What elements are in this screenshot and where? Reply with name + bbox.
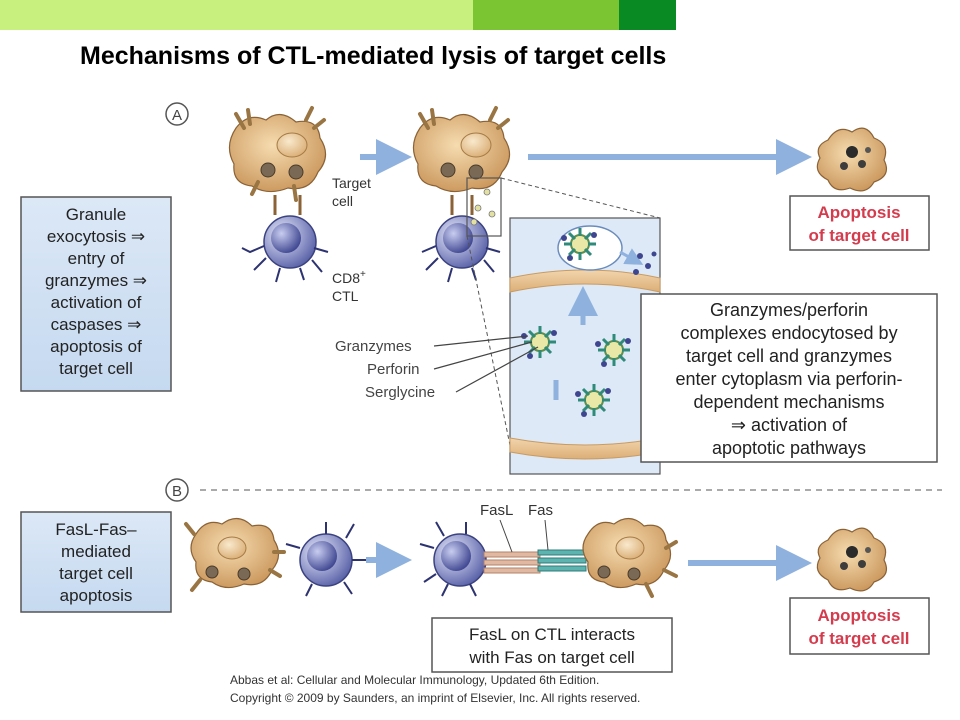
outcome-line: of target cell — [808, 226, 909, 245]
citation-line: Copyright © 2009 by Saunders, an imprint… — [230, 691, 640, 705]
granzymes-label: Granzymes — [335, 338, 412, 355]
description-line: enter cytoplasm via perforin- — [675, 369, 902, 389]
description-line: target cell and granzymes — [686, 346, 892, 366]
caption-line: FasL on CTL interacts — [469, 625, 635, 644]
target-cell-label: cell — [332, 193, 353, 209]
ctl-cell-b1 — [285, 522, 366, 597]
ctl-cell-b2 — [419, 521, 487, 597]
panel-a-summary-line: target cell — [59, 359, 133, 378]
outcome-line: Apoptosis — [817, 606, 900, 625]
panel-b-summary-line: FasL-Fas– — [55, 520, 137, 539]
fas-leader-lines — [499, 519, 549, 553]
panel-a-summary-line: exocytosis ⇒ — [47, 227, 145, 246]
caption-line: with Fas on target cell — [468, 648, 634, 667]
granzyme-perforin-complexes — [521, 228, 631, 417]
outcome-box-b: Apoptosis of target cell — [789, 597, 930, 655]
fasl-label: FasL — [480, 502, 513, 519]
header-bar-light — [0, 0, 473, 30]
perforin-label: Perforin — [367, 361, 420, 378]
ctl-label: CTL — [332, 288, 359, 304]
description-line: ⇒ activation of — [731, 415, 848, 435]
panel-b-summary-line: mediated — [61, 542, 131, 561]
header-bar-dark — [619, 0, 676, 30]
granule-dots — [470, 188, 496, 226]
ctl-cell-a1 — [241, 195, 329, 283]
panel-a-marker-label: A — [172, 107, 182, 124]
target-cell-b2 — [582, 517, 678, 598]
panel-b-summary-line: apoptosis — [60, 586, 133, 605]
zoom-lines — [466, 177, 661, 456]
ctl-cell-a2 — [421, 195, 501, 283]
target-cell-b1 — [184, 517, 286, 592]
caption-box-b: FasL on CTL interacts with Fas on target… — [431, 617, 673, 673]
panel-b-summary-box: FasL-Fas– mediated target cell apoptosis — [20, 511, 172, 613]
fasl-fas-bridge — [483, 549, 587, 574]
description-line: apoptotic pathways — [712, 438, 866, 458]
apoptotic-cell-b — [816, 527, 887, 592]
outcome-line: Apoptosis — [817, 203, 900, 222]
header-bar-mid — [473, 0, 619, 30]
panel-a-summary-line: Granule — [66, 205, 126, 224]
zoom-region — [466, 177, 502, 237]
panel-b-summary-line: target cell — [59, 564, 133, 583]
panel-b-marker-label: B — [172, 483, 182, 500]
panel-b-marker: B — [165, 478, 189, 502]
panel-a-summary-line: caspases ⇒ — [51, 315, 142, 334]
panel-a-summary-box: Granule exocytosis ⇒ entry of granzymes … — [20, 196, 172, 392]
target-cell-label: Target — [332, 175, 371, 191]
target-cell-a2 — [412, 106, 511, 193]
serglycine-label: Serglycine — [365, 384, 435, 401]
description-line: complexes endocytosed by — [680, 323, 897, 343]
apoptotic-cell-a — [816, 127, 887, 192]
description-line: Granzymes/perforin — [710, 300, 868, 320]
slide-title: Mechanisms of CTL-mediated lysis of targ… — [80, 42, 667, 70]
panel-a-summary-line: entry of — [68, 249, 125, 268]
panel-a-summary-line: apoptosis of — [50, 337, 142, 356]
citation-line: Abbas et al: Cellular and Molecular Immu… — [230, 673, 599, 687]
label-leader-lines — [433, 335, 539, 393]
outcome-line: of target cell — [808, 629, 909, 648]
outcome-box-a: Apoptosis of target cell — [789, 195, 930, 251]
panel-a-summary-line: granzymes ⇒ — [45, 271, 147, 290]
panel-a-summary-line: activation of — [51, 293, 142, 312]
description-line: dependent mechanisms — [693, 392, 884, 412]
fas-label: Fas — [528, 502, 553, 519]
target-cell-a1 — [228, 106, 327, 202]
panel-a-marker: A — [165, 102, 189, 126]
ctl-label: CD8+ — [332, 269, 366, 286]
description-box-a: Granzymes/perforin complexes endocytosed… — [640, 293, 938, 463]
